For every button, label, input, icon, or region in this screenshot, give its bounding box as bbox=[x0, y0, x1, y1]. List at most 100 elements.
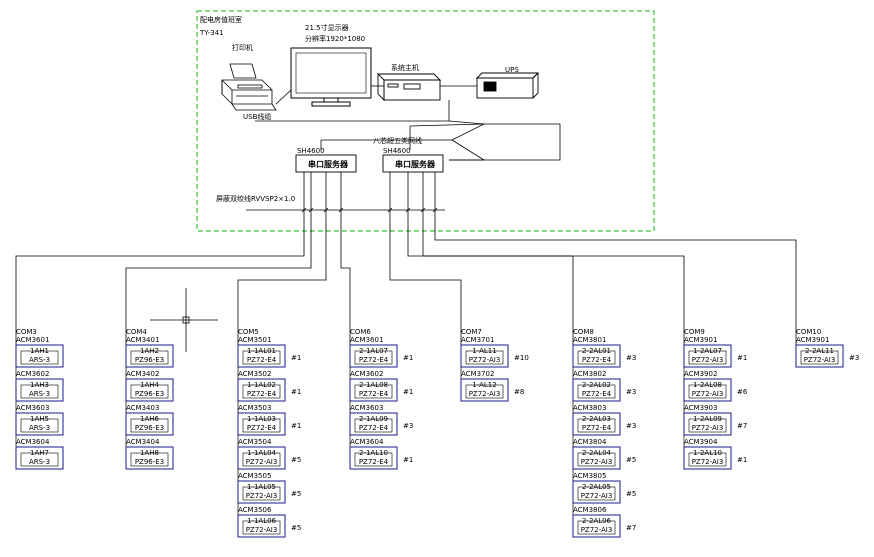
bus-trunk-line bbox=[422, 172, 685, 345]
device-code: ACM3503 bbox=[238, 404, 271, 412]
device-model: PZ72-E4 bbox=[359, 424, 389, 432]
monitor-title: 21.5寸显示器 bbox=[305, 23, 349, 32]
device-name: 1AH6 bbox=[140, 415, 160, 423]
serial-server-2-model: SH4600 bbox=[383, 147, 411, 155]
device-model: PZ96-E3 bbox=[135, 356, 164, 364]
device-name: 2-1AL10 bbox=[359, 449, 388, 457]
device-model: ARS-3 bbox=[29, 424, 50, 432]
device-column: COM7ACM37011-AL11PZ72-AI3#10ACM37021-AL1… bbox=[460, 328, 529, 402]
device-code: ACM3601 bbox=[350, 336, 383, 344]
device-display bbox=[354, 350, 393, 365]
device-display bbox=[130, 418, 169, 433]
device-number: #5 bbox=[626, 456, 636, 464]
device-number: #10 bbox=[514, 354, 529, 362]
device-name: 1AH4 bbox=[140, 381, 160, 389]
device-number: #1 bbox=[403, 354, 413, 362]
device-display bbox=[130, 384, 169, 399]
serial-server-1: SH4600 串口服务器 bbox=[295, 147, 357, 173]
com-port-label: COM8 bbox=[573, 328, 594, 336]
device-code: ACM3404 bbox=[126, 438, 160, 446]
device-name: 1-1AL02 bbox=[247, 381, 276, 389]
device-code: ACM3901 bbox=[684, 336, 717, 344]
device-frame bbox=[15, 344, 64, 368]
bus-trunk-line bbox=[407, 172, 574, 345]
duty-room-border bbox=[196, 10, 655, 232]
device-frame bbox=[237, 378, 286, 402]
device-code: ACM3401 bbox=[126, 336, 159, 344]
device-model: PZ72-E4 bbox=[582, 356, 612, 364]
device-display bbox=[577, 384, 616, 399]
device-display bbox=[242, 452, 281, 467]
device-display bbox=[354, 418, 393, 433]
device-frame bbox=[349, 446, 398, 470]
bus-trunk-line bbox=[237, 172, 327, 345]
device-frame bbox=[460, 344, 509, 368]
device-display bbox=[20, 418, 59, 433]
bus-trunk-line bbox=[125, 172, 312, 345]
device-display bbox=[688, 350, 727, 365]
device-number: #3 bbox=[626, 422, 636, 430]
device-number: #6 bbox=[737, 388, 748, 396]
device-frame bbox=[572, 446, 621, 470]
bus-trunk-line bbox=[389, 172, 462, 345]
cable-tick bbox=[338, 207, 344, 213]
device-code: ACM3603 bbox=[16, 404, 49, 412]
device-number: #1 bbox=[403, 456, 413, 464]
ups-label: UPS bbox=[505, 66, 519, 74]
com-port-label: COM7 bbox=[461, 328, 482, 336]
device-name: 2-1AL08 bbox=[359, 381, 388, 389]
device-model: PZ72-E4 bbox=[359, 458, 389, 466]
device-name: 2-1AL09 bbox=[359, 415, 388, 423]
device-number: #8 bbox=[514, 388, 524, 396]
device-frame bbox=[15, 378, 64, 402]
device-display bbox=[577, 486, 616, 501]
device-model: PZ72-AI3 bbox=[581, 492, 613, 500]
device-code: ACM3903 bbox=[684, 404, 717, 412]
device-column: COM3ACM36011AH1ARS-3ACM36021AH3ARS-3ACM3… bbox=[15, 328, 64, 470]
com-port-label: COM9 bbox=[684, 328, 705, 336]
room-code: TY-341 bbox=[199, 29, 224, 37]
com-port-label: COM5 bbox=[238, 328, 259, 336]
device-model: PZ72-AI3 bbox=[469, 390, 501, 398]
device-name: 2-2AL03 bbox=[582, 415, 611, 423]
usb-label: USB线缆 bbox=[243, 112, 271, 121]
host-computer-icon bbox=[376, 73, 442, 102]
device-display bbox=[242, 350, 281, 365]
device-model: PZ96-E3 bbox=[135, 390, 164, 398]
com-port-label: COM3 bbox=[16, 328, 37, 336]
device-number: #1 bbox=[737, 456, 747, 464]
device-frame bbox=[683, 446, 732, 470]
device-model: PZ72-AI3 bbox=[581, 526, 613, 534]
device-code: ACM3501 bbox=[238, 336, 271, 344]
com-port-label: COM10 bbox=[796, 328, 821, 336]
printer-icon bbox=[221, 63, 277, 111]
device-name: 1-1AL01 bbox=[247, 347, 276, 355]
printer-label: 打印机 bbox=[232, 43, 253, 52]
device-display bbox=[800, 350, 839, 365]
device-code: ACM3802 bbox=[573, 370, 606, 378]
device-column: COM9ACM39011-2AL07PZ72-AI3#1ACM39021-2AL… bbox=[683, 328, 748, 470]
device-code: ACM3402 bbox=[126, 370, 159, 378]
device-frame bbox=[237, 412, 286, 436]
device-code: ACM3902 bbox=[684, 370, 717, 378]
device-number: #1 bbox=[291, 388, 301, 396]
device-column: COM8ACM38012-2AL01PZ72-E4#3ACM38022-2AL0… bbox=[572, 328, 636, 538]
device-display bbox=[577, 418, 616, 433]
device-name: 1-1AL04 bbox=[247, 449, 277, 457]
device-model: PZ72-AI3 bbox=[692, 424, 724, 432]
device-model: PZ72-AI3 bbox=[246, 526, 278, 534]
device-name: 1-1AL05 bbox=[247, 483, 276, 491]
device-frame bbox=[349, 412, 398, 436]
